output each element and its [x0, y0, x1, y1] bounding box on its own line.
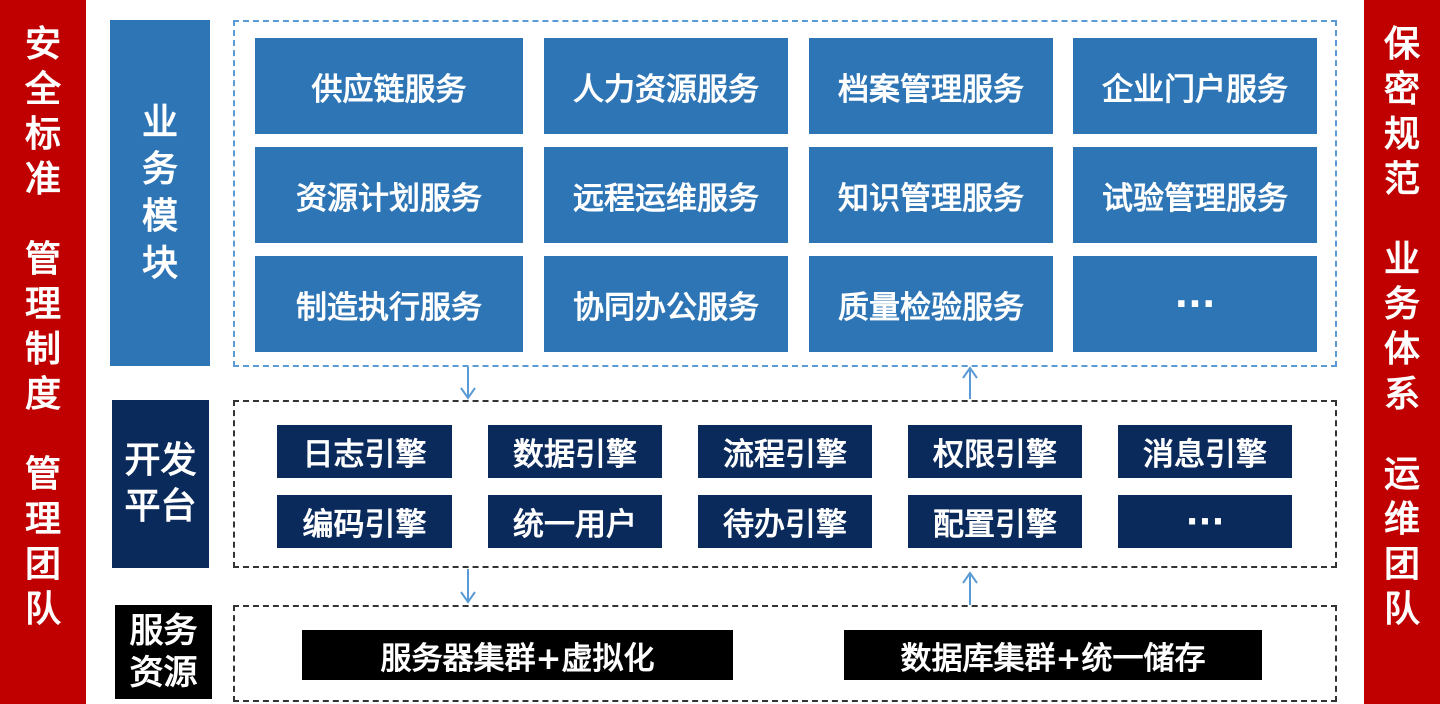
left-bar-char: 准 — [24, 159, 61, 200]
arrow-down-to-resources — [460, 569, 476, 604]
left-bar-char: 团 — [24, 544, 61, 585]
dev-platform-label-line2: 平台 — [124, 486, 197, 527]
left-bar-char: 理 — [24, 499, 61, 540]
service-tile-archive: 档案管理服务 — [809, 38, 1053, 134]
right-bar-char: 保 — [1383, 24, 1420, 65]
left-bar-char: 理 — [24, 284, 61, 325]
left-bar-char: 管 — [24, 239, 61, 280]
arrow-up-to-platform — [962, 571, 978, 605]
service-tile-more: ··· — [1073, 256, 1317, 352]
right-side-bar: 保密规范业务体系运维团队 — [1364, 0, 1440, 704]
right-bar-char: 系 — [1383, 374, 1420, 415]
left-bar-char: 度 — [24, 374, 61, 415]
business-module-label: 业务模块 — [110, 20, 210, 366]
engine-todo: 待办引擎 — [698, 495, 872, 548]
resource-database-cluster: 数据库集群+统一储存 — [844, 630, 1262, 680]
service-resources-container — [233, 605, 1337, 702]
service-tile-remote-ops: 远程运维服务 — [544, 147, 788, 243]
business-module-container — [233, 20, 1337, 367]
left-bar-group-0: 安全标准 — [25, 22, 61, 202]
right-bar-char: 规 — [1383, 114, 1420, 155]
resource-server-cluster: 服务器集群+虚拟化 — [302, 630, 733, 680]
business-module-label-char: 务 — [141, 149, 178, 190]
engine-workflow: 流程引擎 — [698, 425, 872, 478]
right-bar-char: 运 — [1383, 454, 1420, 495]
service-resources-label-line2: 资源 — [129, 653, 198, 693]
arrow-down-to-platform — [460, 367, 476, 400]
left-bar-char: 全 — [24, 69, 61, 110]
right-bar-char: 队 — [1383, 589, 1420, 630]
business-module-label-char: 业 — [141, 102, 178, 143]
service-tile-testing: 试验管理服务 — [1073, 147, 1317, 243]
service-tile-mes: 制造执行服务 — [255, 256, 523, 352]
service-tile-supply-chain: 供应链服务 — [255, 38, 523, 134]
left-bar-char: 制 — [24, 329, 61, 370]
service-tile-collab-office: 协同办公服务 — [544, 256, 788, 352]
service-tile-portal: 企业门户服务 — [1073, 38, 1317, 134]
left-bar-group-2: 管理团队 — [25, 452, 61, 632]
service-tile-knowledge: 知识管理服务 — [809, 147, 1053, 243]
business-module-label-char: 块 — [141, 243, 178, 284]
dev-platform-label: 开发 平台 — [112, 400, 209, 568]
engine-config: 配置引擎 — [908, 495, 1082, 548]
business-module-label-char: 模 — [141, 196, 178, 237]
engine-unified-user: 统一用户 — [488, 495, 662, 548]
right-bar-char: 维 — [1383, 499, 1420, 540]
left-bar-char: 安 — [24, 24, 61, 65]
left-bar-char: 标 — [24, 114, 61, 155]
left-bar-group-1: 管理制度 — [25, 237, 61, 417]
right-bar-group-1: 业务体系 — [1384, 237, 1420, 417]
left-bar-char: 队 — [24, 589, 61, 630]
dev-platform-container — [233, 400, 1337, 568]
engine-encoding: 编码引擎 — [277, 495, 452, 548]
right-bar-group-2: 运维团队 — [1384, 452, 1420, 632]
engine-message: 消息引擎 — [1118, 425, 1292, 478]
right-bar-char: 范 — [1383, 159, 1420, 200]
left-side-bar: 安全标准管理制度管理团队 — [0, 0, 86, 704]
service-resources-label: 服务 资源 — [115, 605, 212, 699]
service-resources-label-line1: 服务 — [129, 611, 198, 651]
dev-platform-label-line1: 开发 — [124, 440, 197, 481]
arrow-up-to-business — [962, 366, 978, 399]
right-bar-group-0: 保密规范 — [1384, 22, 1420, 202]
service-tile-hr: 人力资源服务 — [544, 38, 788, 134]
right-bar-char: 体 — [1383, 329, 1420, 370]
service-tile-quality: 质量检验服务 — [809, 256, 1053, 352]
right-bar-char: 密 — [1383, 69, 1420, 110]
engine-more: ··· — [1118, 495, 1292, 548]
engine-log: 日志引擎 — [277, 425, 452, 478]
right-bar-char: 团 — [1383, 544, 1420, 585]
engine-permission: 权限引擎 — [908, 425, 1082, 478]
service-tile-resource-planning: 资源计划服务 — [255, 147, 523, 243]
left-bar-char: 管 — [24, 454, 61, 495]
right-bar-char: 业 — [1383, 239, 1420, 280]
engine-data: 数据引擎 — [488, 425, 662, 478]
right-bar-char: 务 — [1383, 284, 1420, 325]
